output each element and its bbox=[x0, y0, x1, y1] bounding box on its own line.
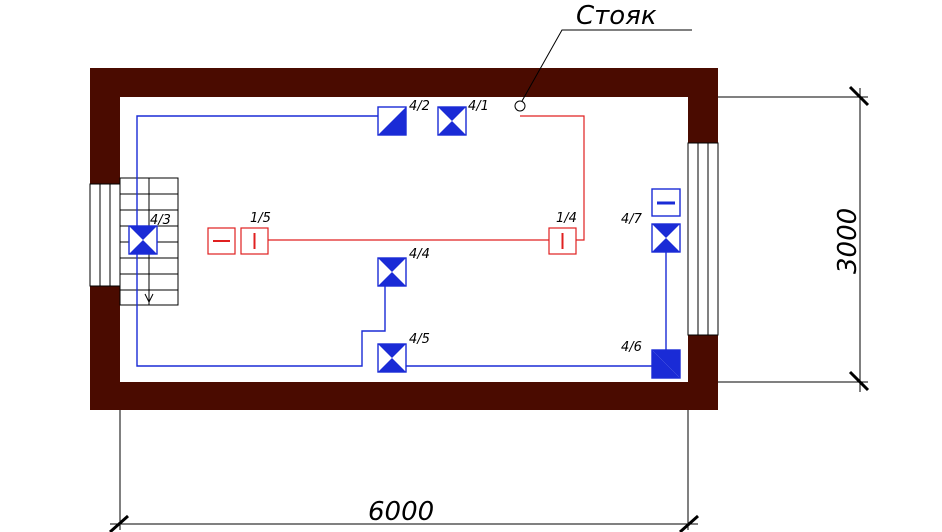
device-4-5 bbox=[377, 343, 407, 373]
label-4-7: 4/7 bbox=[621, 212, 643, 227]
dimension-width bbox=[109, 410, 699, 532]
riser-leader bbox=[521, 29, 692, 102]
hot-water-lines bbox=[268, 115, 585, 241]
device-4-4 bbox=[377, 257, 407, 287]
label-4-1: 4/1 bbox=[468, 99, 489, 114]
label-4-3: 4/3 bbox=[150, 213, 171, 228]
stair-arrow-head bbox=[144, 293, 154, 304]
device-4-6 bbox=[651, 349, 681, 379]
riser-marker bbox=[514, 100, 526, 112]
window-right bbox=[687, 142, 719, 336]
device-1-5 bbox=[240, 227, 269, 255]
label-4-4: 4/4 bbox=[409, 247, 430, 262]
device-4-2 bbox=[377, 106, 407, 136]
device-4-7 bbox=[651, 223, 681, 253]
riser-label: Стояк bbox=[576, 1, 657, 31]
device-blue-dash-box bbox=[651, 188, 681, 217]
device-4-3 bbox=[128, 225, 158, 255]
window-left bbox=[89, 183, 121, 287]
cold-water-lines bbox=[136, 115, 667, 367]
device-4-1 bbox=[437, 106, 467, 136]
label-4-6: 4/6 bbox=[621, 340, 642, 355]
label-4-2: 4/2 bbox=[409, 99, 430, 114]
device-red-dash-box bbox=[207, 227, 236, 255]
dimension-width-label: 6000 bbox=[368, 497, 434, 527]
label-1-4: 1/4 bbox=[556, 211, 577, 226]
device-1-4 bbox=[548, 227, 577, 255]
dimension-height-label: 3000 bbox=[833, 208, 863, 274]
label-4-5: 4/5 bbox=[409, 332, 430, 347]
dimension-height bbox=[718, 85, 870, 392]
label-1-5: 1/5 bbox=[250, 211, 271, 226]
